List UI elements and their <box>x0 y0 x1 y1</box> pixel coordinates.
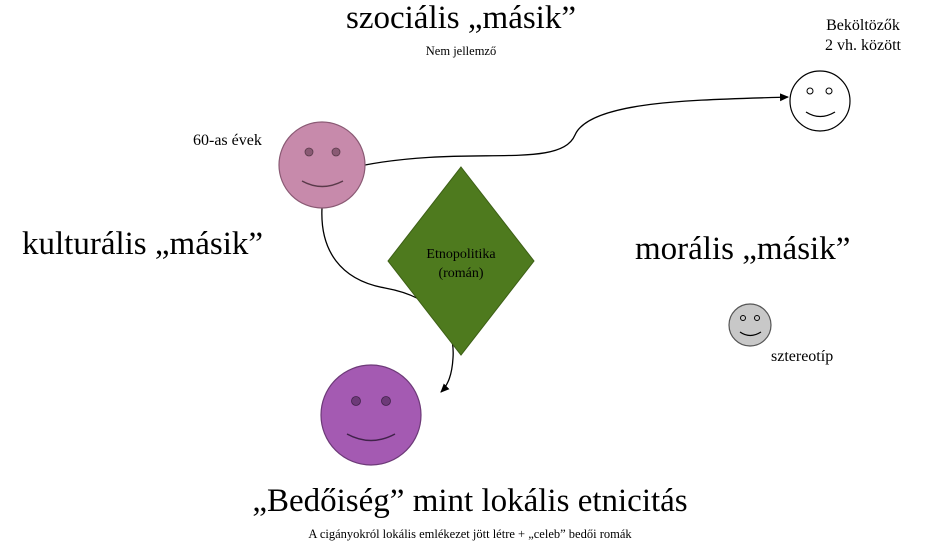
social-other-subtitle: Nem jellemző <box>425 44 497 58</box>
settlers-label: Beköltözők 2 vh. között <box>825 16 901 56</box>
ethnopolitics-label-line2: (román) <box>438 266 484 281</box>
connector-sixties-settlers <box>356 93 789 171</box>
ethnopolitics-label-line1: Etnopolitika <box>426 247 496 262</box>
bedoi-face-icon <box>320 364 422 466</box>
settlers-label-line2: 2 vh. között <box>825 37 901 54</box>
cultural-other-title: kulturális „másik” <box>22 226 264 262</box>
stereotype-face-icon <box>728 303 772 347</box>
settlers-face-icon <box>789 70 851 132</box>
ethnopolitics-diamond <box>387 166 535 356</box>
settlers-label-line1: Beköltözők <box>826 17 900 34</box>
sixties-face-icon <box>278 121 366 209</box>
bedoi-ethnicity-subtitle: A cigányokról lokális emlékezet jött lét… <box>308 527 632 541</box>
social-other-title: szociális „másik” <box>345 0 577 36</box>
bedoi-ethnicity-title: „Bedőiség” mint lokális etnicitás <box>252 483 688 519</box>
stereotype-label: sztereotíp <box>771 348 834 365</box>
moral-other-title: morális „másik” <box>635 231 851 267</box>
sixties-label: 60-as évek <box>193 132 262 149</box>
ethnopolitics-label: Etnopolitika (román) <box>426 245 495 283</box>
